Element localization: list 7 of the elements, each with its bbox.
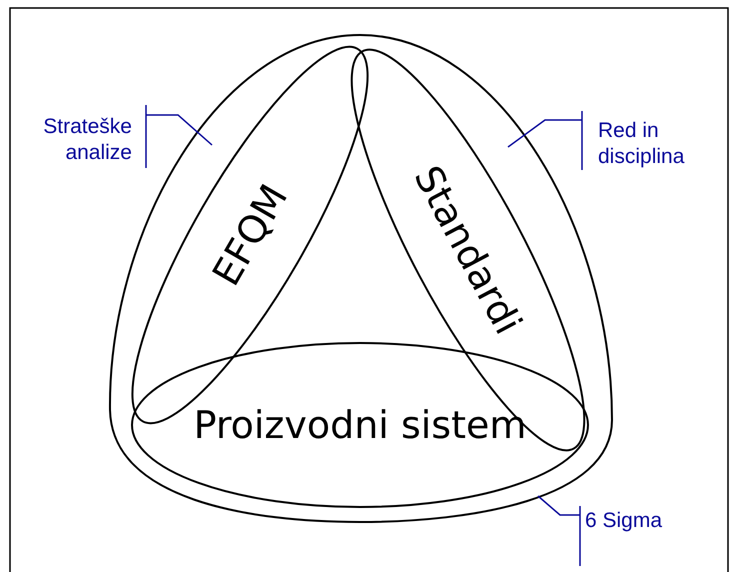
callout-text: 6 Sigma xyxy=(585,508,705,534)
leader-line xyxy=(507,110,583,171)
leader-line xyxy=(145,104,213,169)
leader-line xyxy=(537,495,581,567)
callout-text: Red in disciplina xyxy=(598,118,718,170)
area-label: Proizvodni sistem xyxy=(194,403,526,447)
callout-text: Strateške analize xyxy=(20,114,132,166)
